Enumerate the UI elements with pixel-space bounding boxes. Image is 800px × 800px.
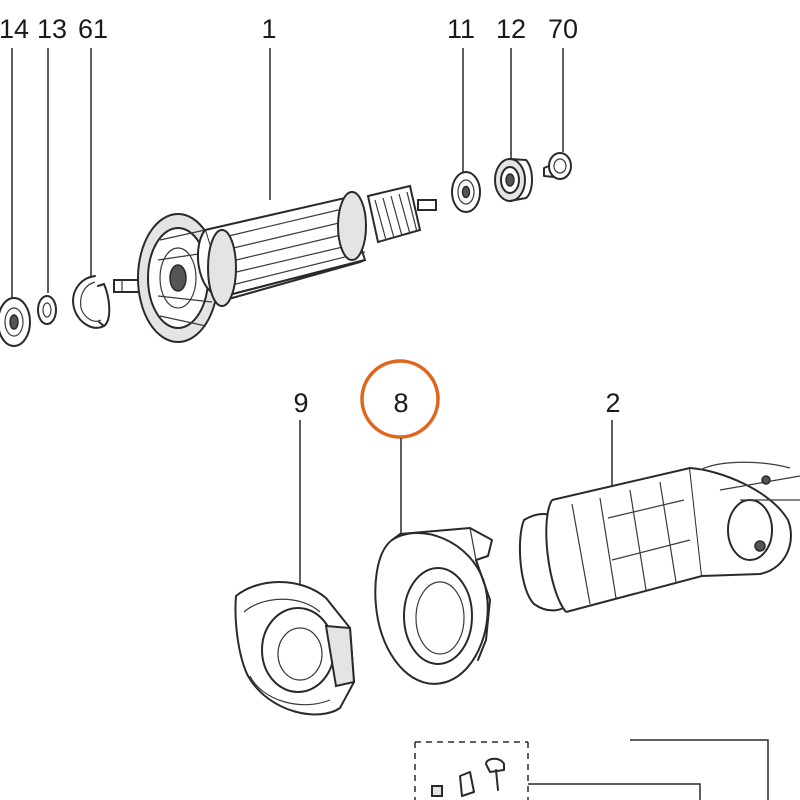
- label-part-14: 14: [0, 14, 29, 44]
- part-8-air-guide-ring: [374, 527, 493, 685]
- label-part-13: 13: [37, 14, 67, 44]
- part-14-bearing: [0, 297, 31, 347]
- highlight-circle: [360, 359, 440, 439]
- leader-lines-bottom: [299, 420, 613, 600]
- part-9-fan-guide: [234, 581, 356, 716]
- brush-holder-detail: [414, 739, 769, 800]
- part-11-bearing: [451, 171, 481, 213]
- leader-lines-top: [11, 48, 564, 298]
- label-part-2: 2: [605, 388, 620, 418]
- label-part-12: 12: [496, 14, 526, 44]
- part-13-washer: [37, 295, 57, 325]
- label-part-61: 61: [78, 14, 108, 44]
- part-70-cap: [543, 152, 572, 180]
- part-12-sleeve: [494, 158, 533, 202]
- part-2-stator: [518, 461, 800, 613]
- part-61-retaining-ring: [72, 275, 111, 329]
- label-part-9: 9: [293, 388, 308, 418]
- label-part-8: 8: [393, 388, 408, 418]
- label-part-1: 1: [261, 14, 276, 44]
- label-part-11: 11: [447, 14, 475, 44]
- label-part-70: 70: [548, 14, 578, 44]
- part-1-armature: [113, 184, 437, 343]
